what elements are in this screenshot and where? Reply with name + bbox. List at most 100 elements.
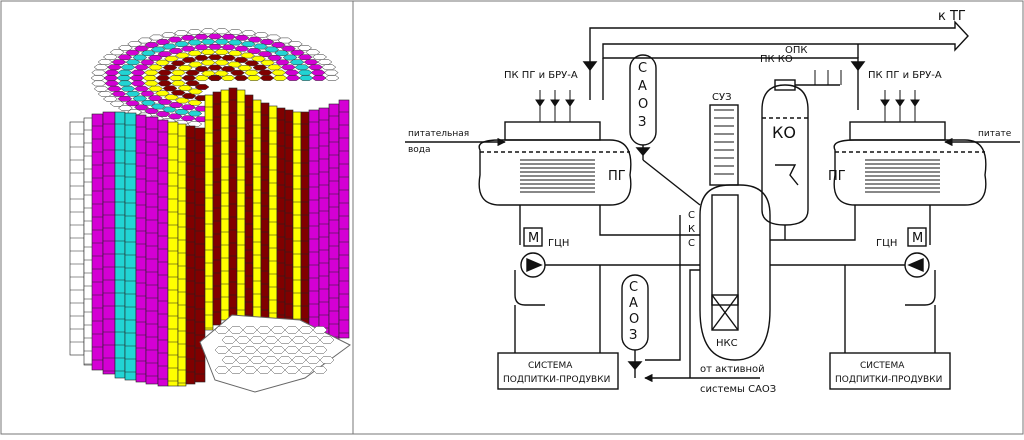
- core-top-hex: [162, 85, 178, 92]
- core-top-hex: [109, 100, 125, 107]
- label-pg-right: ПГ: [828, 169, 846, 184]
- core-top-hex: [107, 64, 122, 71]
- core-column: [292, 111, 302, 335]
- core-top-hex: [214, 49, 230, 55]
- core-top-hex: [193, 33, 209, 40]
- core-column: [204, 94, 214, 331]
- core-top-hex: [257, 51, 273, 57]
- label-nks: НКС: [716, 338, 738, 349]
- core-top-hex: [297, 69, 313, 76]
- core-top-hex: [275, 59, 290, 66]
- core-top-hex: [143, 69, 159, 76]
- core-top-hex: [233, 75, 249, 81]
- core-column: [91, 113, 104, 371]
- steam-line-to-tg: [589, 20, 969, 52]
- label-feedwater-right: питате: [978, 129, 1012, 139]
- core-top-hex: [257, 69, 273, 76]
- label-suz: СУЗ: [712, 92, 732, 103]
- core-floor-hex: [319, 336, 335, 344]
- core-floor-hex: [249, 336, 265, 344]
- label-gcn-left: ГЦН: [548, 238, 569, 249]
- core-column: [212, 91, 222, 326]
- core-top-hex: [91, 69, 107, 76]
- core-fuel-columns: [69, 87, 350, 387]
- label-saoz-bottom-1: С: [629, 280, 638, 295]
- core-floor-hex: [312, 366, 328, 374]
- core-top-hex: [280, 64, 296, 71]
- label-saoz-top-2: А: [638, 79, 647, 94]
- core-floor-hex: [235, 336, 251, 344]
- core-top-hex: [308, 64, 323, 71]
- core-floor-hex: [298, 346, 314, 354]
- core-top-hex: [207, 43, 223, 50]
- core-floor-hex: [256, 326, 272, 334]
- core-top-hex: [246, 75, 262, 81]
- core-top-hex: [324, 75, 340, 81]
- core-top-hex: [194, 44, 209, 51]
- core-top-hex: [102, 96, 118, 102]
- core-top-hex: [234, 45, 250, 52]
- label-sks-2: К: [688, 224, 695, 235]
- core-top-hex: [221, 44, 236, 51]
- core-top-hex: [289, 59, 305, 66]
- core-top-hex: [200, 28, 216, 35]
- reactor-vessel: [699, 184, 771, 361]
- core-floor-hex: [256, 366, 272, 374]
- label-to-tg: к ТГ: [938, 9, 966, 24]
- core-top-hex: [187, 39, 203, 46]
- core-top-hex: [90, 75, 106, 81]
- core-top-hex: [181, 75, 197, 81]
- valve-left-top: [582, 61, 598, 72]
- core-top-hex: [140, 50, 156, 57]
- reactor-core-cutaway: [69, 28, 351, 393]
- reactor-internals: [711, 194, 739, 306]
- core-top-hex: [298, 75, 314, 81]
- core-top-hex: [221, 55, 236, 61]
- label-saoz-top-1: С: [638, 61, 647, 76]
- core-top-hex: [311, 75, 327, 81]
- saoz-top-line: [642, 159, 701, 206]
- motor-left-box: [523, 227, 543, 247]
- sg-right-tubes: [865, 159, 940, 193]
- core-top-hex: [214, 70, 229, 77]
- core-top-hex: [185, 80, 200, 87]
- core-column: [252, 99, 262, 323]
- core-top-hex: [93, 85, 109, 92]
- core-floor-hex: [277, 336, 293, 344]
- valve-right-top: [850, 61, 866, 72]
- motor-right-box: [907, 227, 927, 247]
- label-pg-left: ПГ: [608, 169, 626, 184]
- core-top-hex: [214, 59, 230, 66]
- saoz-top-valve: [635, 147, 651, 157]
- hot-leg-left: [599, 205, 700, 236]
- primary-circuit-diagram: [405, 20, 1020, 390]
- core-box-x2: [711, 294, 739, 331]
- core-top-hex: [272, 75, 288, 81]
- core-top-hex: [117, 80, 133, 87]
- core-top-hex: [187, 29, 203, 35]
- core-top-hex: [244, 69, 260, 76]
- core-column: [102, 111, 116, 375]
- core-top-hex: [323, 69, 339, 76]
- core-top-hex: [93, 64, 109, 71]
- core-top-hex: [260, 59, 276, 66]
- core-floor-hex: [284, 366, 300, 374]
- core-top-hex: [129, 75, 145, 81]
- core-top-hex: [246, 48, 262, 54]
- sg-left-vessel: [478, 139, 632, 206]
- core-top-hex: [125, 59, 141, 66]
- relief-valves-left: [535, 90, 575, 122]
- core-column: [167, 121, 179, 387]
- gcn-left-pump: [520, 252, 546, 278]
- core-top-hex: [117, 95, 133, 102]
- label-sys-left-1: СИСТЕМА: [528, 361, 573, 371]
- core-floor-hex: [298, 366, 314, 374]
- core-top-hex: [187, 110, 203, 117]
- core-top-hex: [111, 91, 127, 97]
- label-pk-pg-right: ПК ПГ и БРУ-А: [868, 70, 942, 81]
- core-top-hex: [237, 65, 253, 71]
- label-gcn-right: ГЦН: [876, 238, 897, 249]
- core-top-hex: [207, 64, 223, 71]
- core-top-hex: [266, 34, 281, 41]
